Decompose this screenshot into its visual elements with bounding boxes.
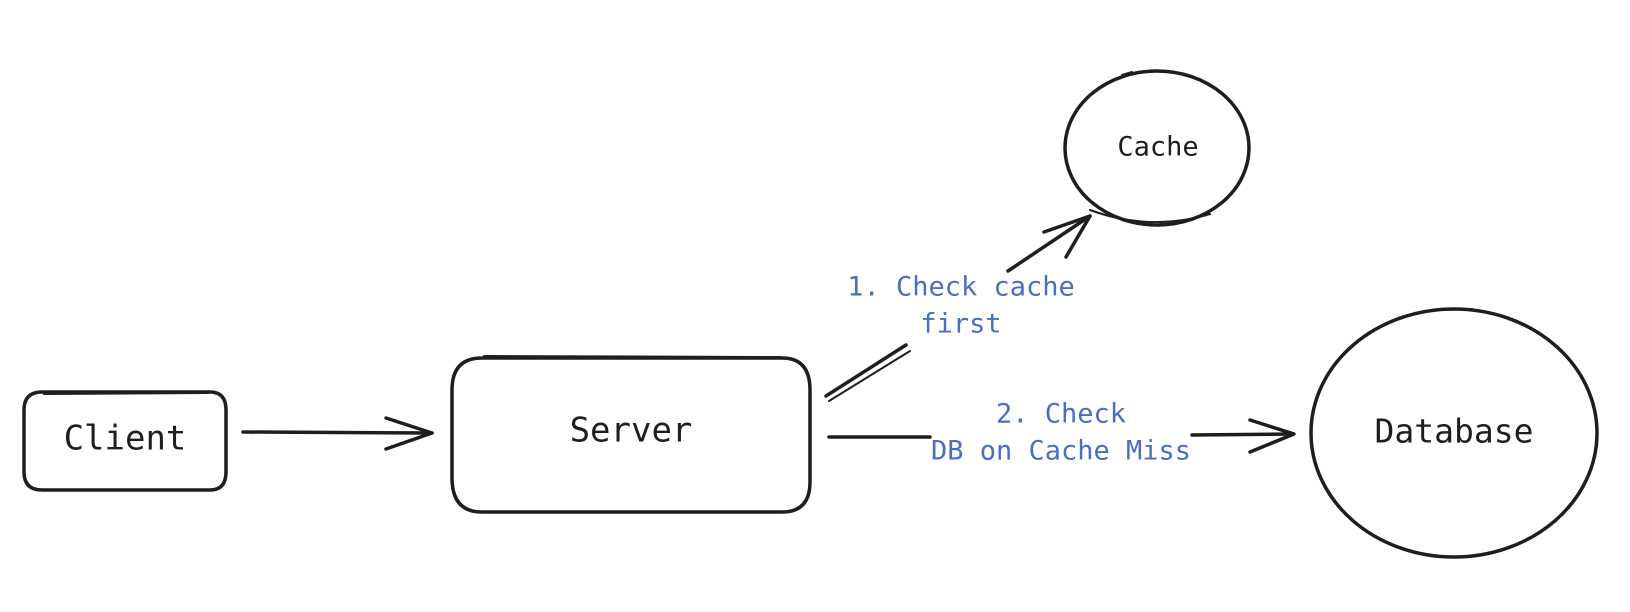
client-box <box>22 390 228 492</box>
client-to-server-head <box>384 416 434 451</box>
client-to-server-arrow <box>241 416 434 451</box>
cache-shape-sketch-top <box>1121 71 1133 76</box>
server-to-database-arrow <box>827 418 1296 454</box>
server-to-database-label-line2: DB on Cache Miss <box>931 436 1191 467</box>
server-to-database-head <box>1248 418 1296 454</box>
server-label: Server <box>570 411 693 451</box>
server-to-cache-head <box>1042 214 1092 259</box>
cache-node[interactable]: Cache <box>1063 69 1251 227</box>
cache-shape-sketch <box>1089 209 1211 224</box>
database-shape-sketch <box>1441 308 1473 311</box>
server-to-database-label-line1: 2. Check <box>996 399 1126 430</box>
server-to-cache-shaft-upper <box>1006 214 1092 273</box>
server-to-cache-label: 1. Check cache first <box>847 272 1075 340</box>
server-to-database-label: 2. Check DB on Cache Miss <box>931 399 1191 467</box>
server-node[interactable]: Server <box>450 355 812 514</box>
client-box-sketch <box>43 392 209 395</box>
cache-shape <box>1063 69 1251 227</box>
server-to-cache-shaft-lower <box>824 343 908 398</box>
client-label: Client <box>64 419 187 459</box>
client-node[interactable]: Client <box>22 390 228 492</box>
server-to-cache-label-line1: 1. Check cache <box>847 272 1075 303</box>
client-to-server-shaft <box>241 430 434 435</box>
server-to-cache-label-line2: first <box>920 309 1001 340</box>
server-to-cache-shaft-sketch <box>828 350 911 402</box>
server-to-database-shaft-right <box>1190 432 1294 437</box>
server-box <box>450 356 812 514</box>
database-label: Database <box>1375 412 1534 451</box>
database-node[interactable]: Database <box>1309 307 1599 559</box>
server-to-cache-arrow <box>824 214 1092 402</box>
cache-label: Cache <box>1117 132 1198 163</box>
server-box-sketch <box>483 355 781 358</box>
